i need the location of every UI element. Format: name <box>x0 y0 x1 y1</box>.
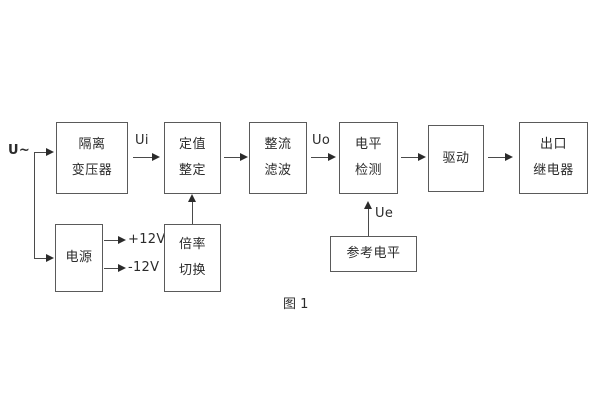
signal-ue-label: Ue <box>375 206 394 221</box>
block-reference-level[interactable]: 参考电平 <box>330 236 417 272</box>
driver-to-relay-line <box>488 157 508 158</box>
input-to-power-arrow <box>46 253 54 262</box>
rectify-to-level-line <box>311 157 331 158</box>
input-to-power-line <box>34 258 48 259</box>
block-setting-value-line-2: 整定 <box>178 163 206 178</box>
block-multiplier-switch[interactable]: 倍率 切换 <box>164 224 221 292</box>
block-output-relay-line-2: 继电器 <box>533 163 574 178</box>
block-level-detect-line-1: 电平 <box>354 137 382 153</box>
input-to-transformer-line <box>34 152 48 153</box>
block-multiplier-switch-line-1: 倍率 <box>178 237 206 253</box>
input-to-transformer-arrow <box>46 147 54 156</box>
block-reference-level-line-1: 参考电平 <box>346 246 401 262</box>
block-isolation-transformer[interactable]: 隔离 变压器 <box>56 122 128 194</box>
multiplier-to-setting-line <box>192 200 193 224</box>
driver-to-relay-arrow <box>505 152 513 161</box>
rail-positive-line <box>104 240 121 241</box>
input-source-label: U~ <box>8 143 31 158</box>
reference-to-level-line <box>368 207 369 236</box>
transformer-to-setting-arrow <box>152 152 160 161</box>
block-level-detect-line-2: 检测 <box>354 163 382 178</box>
block-multiplier-switch-line-2: 切换 <box>178 263 206 278</box>
level-to-driver-line <box>401 157 421 158</box>
rail-positive-arrow <box>118 235 126 244</box>
rail-negative-line <box>104 268 121 269</box>
block-output-relay[interactable]: 出口 继电器 <box>519 122 588 194</box>
block-power-supply[interactable]: 电源 <box>55 224 103 292</box>
rectify-to-level-arrow <box>328 152 336 161</box>
block-rectify-filter[interactable]: 整流 滤波 <box>249 122 307 194</box>
block-setting-value-line-1: 定值 <box>178 137 206 153</box>
signal-ui-label: Ui <box>135 133 149 148</box>
block-power-supply-line-1: 电源 <box>65 250 93 266</box>
block-isolation-transformer-line-1: 隔离 <box>78 137 106 153</box>
block-rectify-filter-line-2: 滤波 <box>264 163 292 178</box>
block-driver-line-1: 驱动 <box>442 150 470 166</box>
block-rectify-filter-line-1: 整流 <box>264 137 292 153</box>
signal-uo-label: Uo <box>312 133 331 148</box>
setting-to-rectify-line <box>224 157 244 158</box>
multiplier-to-setting-arrow <box>187 194 196 202</box>
block-output-relay-line-1: 出口 <box>539 137 567 153</box>
setting-to-rectify-arrow <box>240 152 248 161</box>
transformer-to-setting-line <box>133 157 154 158</box>
block-driver[interactable]: 驱动 <box>428 125 484 192</box>
rail-negative-label: -12V <box>128 260 160 275</box>
block-isolation-transformer-line-2: 变压器 <box>71 163 113 178</box>
reference-to-level-arrow <box>363 201 372 209</box>
input-branch-trunk <box>34 152 35 258</box>
figure-caption: 图 1 <box>283 297 309 312</box>
block-setting-value[interactable]: 定值 整定 <box>164 122 221 194</box>
rail-positive-label: +12V <box>128 232 166 247</box>
rail-negative-arrow <box>118 263 126 272</box>
block-level-detect[interactable]: 电平 检测 <box>339 122 398 194</box>
level-to-driver-arrow <box>418 152 426 161</box>
